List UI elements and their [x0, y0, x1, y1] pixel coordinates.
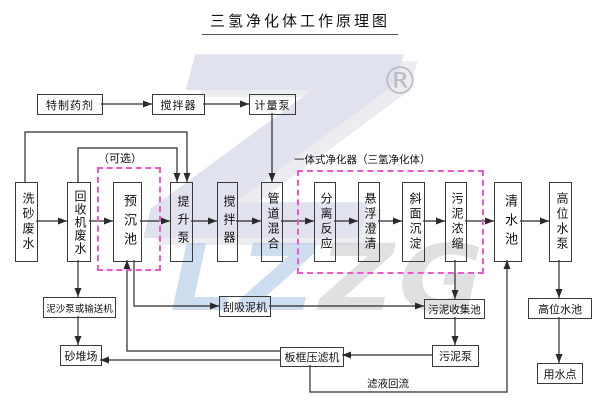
box-sludge-thickening: 污泥浓缩 [445, 182, 467, 262]
edge-filtrate-return-to-clearwater [309, 260, 511, 393]
box-special-chemical: 特制药剂 [37, 94, 103, 115]
box-agitator-top: 搅拌器 [152, 94, 205, 115]
box-sludge-collection-tank: 污泥收集池 [424, 299, 485, 319]
edge-recycler-bypass-to-lift-pump [77, 147, 181, 182]
box-clear-water-tank: 清水池 [494, 182, 522, 262]
box-separation-reaction: 分离反应 [314, 182, 336, 262]
box-water-use-point: 用水点 [537, 363, 583, 384]
optional-group-label: （可选） [98, 152, 142, 165]
box-sand-pump-or-conveyor: 泥沙泵或输送机 [43, 297, 116, 318]
optional-group-frame [97, 167, 161, 271]
edge-presettle-to-scraper [133, 260, 219, 310]
diagram-title: 三氢净化体工作原理图 [201, 10, 399, 35]
box-dosing-pump: 计量泵 [249, 94, 296, 115]
box-sludge-pump: 污泥泵 [432, 345, 479, 367]
box-pre-sedimentation-tank: 预沉池 [113, 182, 142, 262]
filtrate-return-label: 滤液回流 [367, 378, 409, 390]
box-high-level-water-tank: 高位水池 [528, 298, 592, 319]
integrated-purifier-group-label: 一体式净化器（三氢净化体） [294, 154, 431, 166]
edge-washsand-bypass-to-lift-pump [24, 131, 191, 182]
box-sand-stock-yard: 砂堆场 [60, 345, 102, 366]
box-inclined-plate-settling: 斜面沉淀 [402, 182, 425, 262]
box-pipeline-mixing: 管道混合 [261, 182, 283, 262]
box-plate-frame-filter-press: 板框压滤机 [280, 347, 344, 367]
box-sand-washing-wastewater: 洗砂废水 [15, 182, 38, 262]
integrated-purifier-group-frame [297, 170, 484, 274]
edge-filter-press-to-presettle [123, 260, 280, 352]
box-suspension-clarification: 悬浮澄清 [358, 182, 380, 262]
box-sludge-scraper: 刮吸泥机 [219, 296, 271, 317]
box-recycling-machine-wastewater: 回收机废水 [67, 182, 91, 262]
box-agitator-main: 搅拌器 [217, 182, 238, 262]
box-high-level-water-pump: 高位水泵 [549, 182, 572, 262]
box-lift-pump: 提升泵 [170, 182, 193, 262]
